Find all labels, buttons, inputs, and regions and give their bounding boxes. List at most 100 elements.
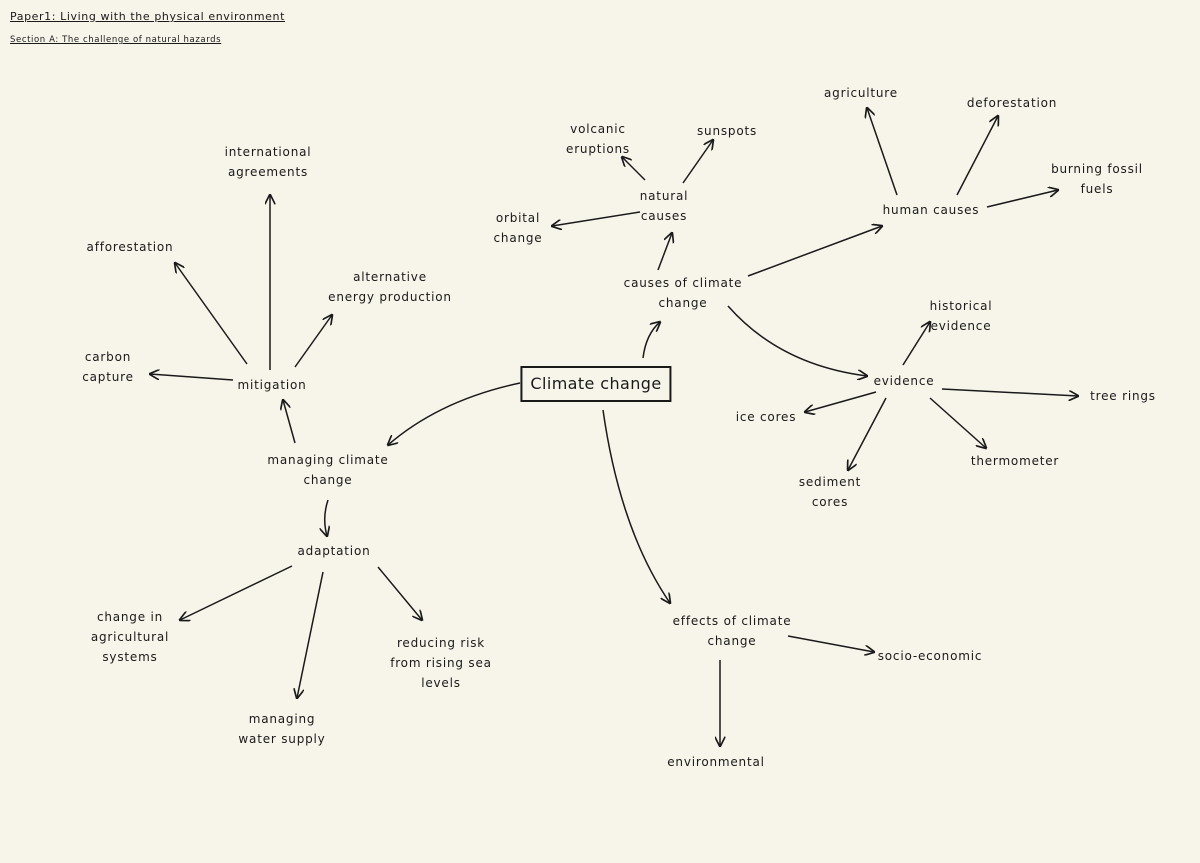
agricultural-line3: systems <box>102 650 158 664</box>
sediment-line2: cores <box>811 495 849 509</box>
orbital-line1: orbital <box>495 211 541 225</box>
sea-line3: levels <box>421 676 461 690</box>
ice-cores-label: ice cores <box>735 410 797 424</box>
carbon-capture-node: carbon capture <box>82 347 134 387</box>
page-subtitle: Section A: The challenge of natural haza… <box>10 35 222 45</box>
arrow-mitigation-to-afforestation <box>175 263 248 365</box>
agriculture-node: agriculture <box>824 83 898 103</box>
socio-economic-node: socio-economic <box>878 646 983 666</box>
human-causes-node: human causes <box>883 200 980 220</box>
adaptation-label: adaptation <box>297 544 371 558</box>
socio-economic-label: socio-economic <box>877 649 983 663</box>
agricultural-line1: change in <box>96 610 164 624</box>
sea-line1: reducing risk <box>396 636 486 650</box>
arrow-central-to-causes <box>642 322 660 359</box>
historical-line1: historical <box>929 299 993 313</box>
arrow-natural-to-sunspots <box>682 140 713 184</box>
arrow-natural-to-volcanic <box>622 157 646 181</box>
afforestation-node: afforestation <box>87 237 174 257</box>
arrow-adaptation-to-agricultural <box>180 565 293 620</box>
tree-rings-node: tree rings <box>1090 386 1156 406</box>
agricultural-systems-node: change in agricultural systems <box>91 607 169 667</box>
environmental-node: environmental <box>667 752 765 772</box>
human-label: human causes <box>882 203 980 217</box>
arrow-central-to-effects <box>602 409 670 603</box>
arrow-natural-to-orbital <box>552 211 641 226</box>
arrow-causes-to-natural <box>657 233 672 271</box>
orbital-change-node: orbital change <box>494 208 543 248</box>
adaptation-node: adaptation <box>298 541 371 561</box>
deforestation-label: deforestation <box>966 96 1058 110</box>
ice-cores-node: ice cores <box>736 407 797 427</box>
causes-line1: causes of climate <box>623 276 743 290</box>
water-line1: managing <box>248 712 316 726</box>
managing-node: managing climate change <box>267 450 388 490</box>
sediment-line1: sediment <box>798 475 862 489</box>
arrow-evidence-to-thermometer <box>929 397 986 448</box>
arrow-causes-to-evidence <box>727 305 867 376</box>
arrow-evidence-to-ice-cores <box>805 391 877 412</box>
water-supply-node: managing water supply <box>238 709 325 749</box>
afforestation-label: afforestation <box>86 240 174 254</box>
arrow-mitigation-to-alternative <box>294 315 332 368</box>
effects-line2: change <box>707 634 757 648</box>
causes-line2: change <box>658 296 708 310</box>
evidence-node: evidence <box>874 371 935 391</box>
arrow-managing-to-adaptation <box>325 499 328 536</box>
page-title: Paper1: Living with the physical environ… <box>10 10 285 23</box>
fossil-fuels-node: burning fossil fuels <box>1051 159 1143 199</box>
thermometer-label: thermometer <box>970 454 1060 468</box>
volcanic-line1: volcanic <box>570 122 626 136</box>
arrow-central-to-managing <box>388 382 521 445</box>
carbon-line2: capture <box>82 370 134 384</box>
tree-rings-label: tree rings <box>1090 389 1156 403</box>
arrow-human-to-deforestation <box>956 116 998 196</box>
thermometer-node: thermometer <box>971 451 1059 471</box>
arrow-effects-to-socio <box>787 635 874 652</box>
central-label: Climate change <box>530 374 662 393</box>
agriculture-label: agriculture <box>824 86 898 100</box>
managing-label-line2: change <box>303 473 353 487</box>
alternative-line2: energy production <box>328 290 452 304</box>
managing-label-line1: managing climate <box>267 453 389 467</box>
arrow-human-to-agriculture <box>867 108 898 196</box>
international-line1: international <box>224 145 312 159</box>
effects-line1: effects of climate <box>672 614 792 628</box>
sea-levels-node: reducing risk from rising sea levels <box>390 633 492 693</box>
orbital-line2: change <box>493 231 543 245</box>
historical-evidence-node: historical evidence <box>930 296 993 336</box>
arrow-human-to-fossil <box>986 190 1058 208</box>
mitigation-node: mitigation <box>237 375 306 395</box>
arrow-adaptation-to-sea <box>377 566 422 620</box>
international-agreements-node: international agreements <box>225 142 312 182</box>
natural-line2: causes <box>640 209 688 223</box>
sea-line2: from rising sea <box>390 656 492 670</box>
historical-line2: evidence <box>930 319 992 333</box>
environmental-label: environmental <box>667 755 765 769</box>
natural-causes-node: natural causes <box>640 186 689 226</box>
sunspots-node: sunspots <box>697 121 757 141</box>
alternative-energy-node: alternative energy production <box>328 267 452 307</box>
evidence-label: evidence <box>873 374 935 388</box>
effects-node: effects of climate change <box>673 611 792 651</box>
sediment-cores-node: sediment cores <box>799 472 861 512</box>
mitigation-label: mitigation <box>237 378 307 392</box>
causes-node: causes of climate change <box>624 273 743 313</box>
carbon-line1: carbon <box>84 350 132 364</box>
fossil-line1: burning fossil <box>1051 162 1143 176</box>
sunspots-label: sunspots <box>696 124 758 138</box>
arrow-evidence-to-tree-rings <box>941 388 1078 396</box>
alternative-line1: alternative <box>353 270 427 284</box>
arrow-evidence-to-sediment <box>848 397 887 470</box>
central-node: Climate change <box>520 366 672 402</box>
water-line2: water supply <box>238 732 326 746</box>
deforestation-node: deforestation <box>967 93 1057 113</box>
arrow-mitigation-to-carbon <box>150 374 234 381</box>
arrow-adaptation-to-water <box>297 571 324 698</box>
arrow-managing-to-mitigation <box>283 400 296 444</box>
natural-line1: natural <box>639 189 689 203</box>
agricultural-line2: agricultural <box>90 630 170 644</box>
international-line2: agreements <box>227 165 309 179</box>
